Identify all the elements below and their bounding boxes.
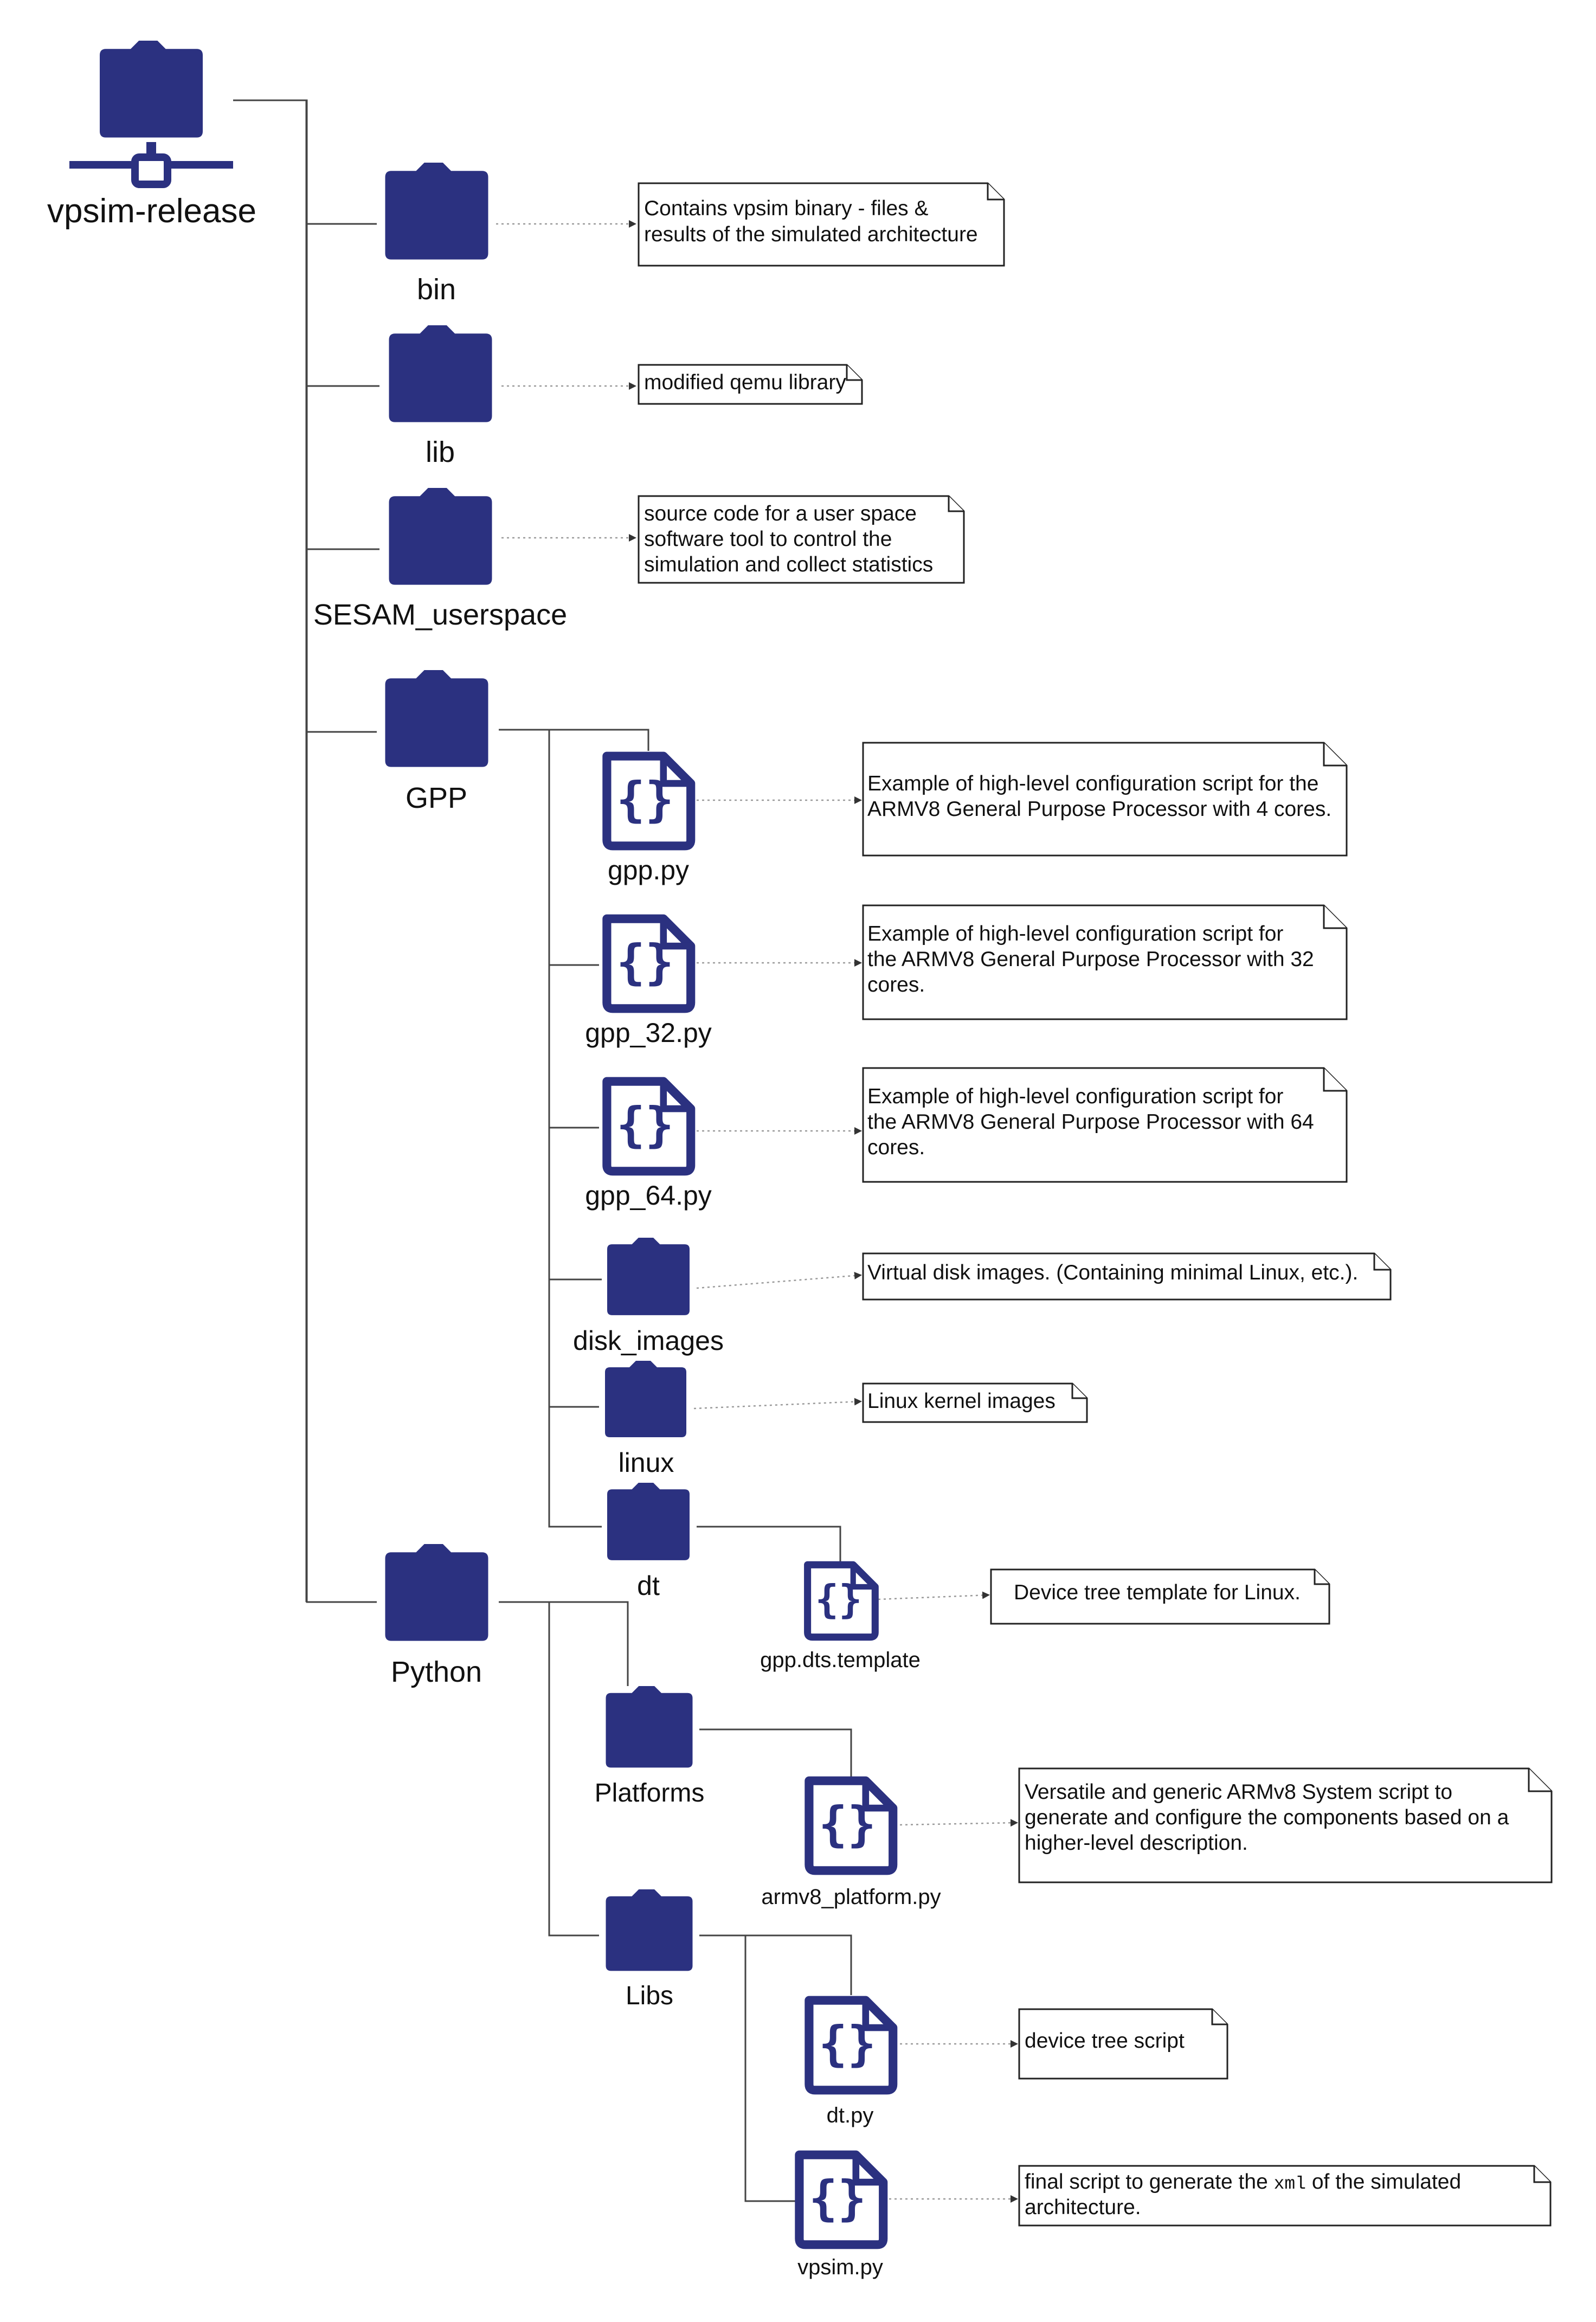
bin-label: bin xyxy=(417,273,456,306)
folder-icon xyxy=(389,325,492,422)
note-gpp-dts: Device tree template for Linux. xyxy=(990,1568,1330,1625)
note-line: Device tree template for Linux. xyxy=(1014,1581,1301,1604)
braces-glyph: {} xyxy=(616,934,674,990)
node-lib[interactable]: lib xyxy=(389,325,492,468)
note-line: Example of high-level configuration scri… xyxy=(867,772,1318,795)
note-line: Example of high-level configuration scri… xyxy=(867,922,1283,945)
gpp-dts-label: gpp.dts.template xyxy=(760,1648,921,1672)
armv8-label: armv8_platform.py xyxy=(761,1885,941,1909)
folder-icon xyxy=(389,488,492,585)
note-prefix: final script to generate the xyxy=(1025,2170,1274,2194)
note-code: xml xyxy=(1274,2174,1306,2194)
gpp-64-label: gpp_64.py xyxy=(585,1180,712,1211)
platforms-label: Platforms xyxy=(595,1779,705,1808)
node-sesam-userspace[interactable]: SESAM_userspace xyxy=(313,488,567,631)
lib-label: lib xyxy=(426,436,455,468)
note-dt-py: device tree script xyxy=(1018,2008,1228,2080)
braces-glyph: {} xyxy=(616,1097,674,1153)
node-gpp-dts-template[interactable]: {} gpp.dts.template xyxy=(760,1565,921,1672)
python-label: Python xyxy=(391,1656,482,1688)
network-node xyxy=(131,153,171,188)
folder-icon xyxy=(605,1361,686,1437)
node-platforms[interactable]: Platforms xyxy=(595,1686,705,1808)
note-line: Linux kernel images xyxy=(867,1390,1056,1413)
dt-py-label: dt.py xyxy=(827,2104,874,2127)
libs-label: Libs xyxy=(626,1982,673,2010)
note-disk-images: Virtual disk images. (Containing minimal… xyxy=(862,1252,1392,1301)
gpp-py-label: gpp.py xyxy=(608,855,689,885)
note-line: results of the simulated architecture xyxy=(644,223,978,246)
braces-glyph: {} xyxy=(819,1796,876,1852)
dt-label: dt xyxy=(637,1571,660,1601)
note-gpp-32: Example of high-level configuration scri… xyxy=(862,904,1348,1020)
node-libs[interactable]: Libs xyxy=(606,1889,693,2010)
root-label: vpsim-release xyxy=(47,192,256,230)
folder-icon xyxy=(606,1686,693,1768)
note-armv8: Versatile and generic ARMv8 System scrip… xyxy=(1018,1767,1553,1883)
note-sesam: source code for a user space software to… xyxy=(638,495,965,584)
folder-icon xyxy=(385,670,488,767)
braces-glyph: {} xyxy=(616,771,674,827)
note-lib: modified qemu library xyxy=(638,364,863,405)
note-line: the ARMV8 General Purpose Processor with… xyxy=(867,948,1314,971)
braces-glyph: {} xyxy=(809,2170,866,2226)
note-line: final script to generate the xml of the … xyxy=(1025,2170,1461,2194)
network-folder-icon xyxy=(100,41,203,138)
note-line: architecture. xyxy=(1025,2196,1141,2219)
node-dt-py[interactable]: {} dt.py xyxy=(809,2001,893,2127)
node-vpsim-py[interactable]: {} vpsim.py xyxy=(797,2155,883,2279)
note-line: cores. xyxy=(867,1136,925,1159)
gpp-label: GPP xyxy=(406,782,467,814)
note-line: Versatile and generic ARMv8 System scrip… xyxy=(1025,1780,1452,1804)
note-bin: Contains vpsim binary - files & results … xyxy=(638,182,1005,267)
node-gpp-32-py[interactable]: {} gpp_32.py xyxy=(585,919,712,1048)
note-line: Contains vpsim binary - files & xyxy=(644,197,929,220)
note-line: simulation and collect statistics xyxy=(644,553,933,576)
disk-images-label: disk_images xyxy=(573,1326,724,1356)
node-dt[interactable]: dt xyxy=(607,1483,690,1601)
node-armv8-platform-py[interactable]: {} armv8_platform.py xyxy=(761,1781,941,1909)
note-line: Example of high-level configuration scri… xyxy=(867,1085,1283,1108)
note-line: modified qemu library xyxy=(644,371,846,394)
node-vpsim-release[interactable]: vpsim-release xyxy=(47,41,256,230)
note-line: generate and configure the components ba… xyxy=(1025,1806,1509,1829)
note-gpp-py: Example of high-level configuration scri… xyxy=(862,742,1348,857)
node-bin[interactable]: bin xyxy=(385,163,488,306)
note-line: higher-level description. xyxy=(1025,1831,1248,1855)
note-line: Virtual disk images. (Containing minimal… xyxy=(867,1261,1358,1284)
note-suffix: of the simulated xyxy=(1306,2170,1461,2194)
node-disk-images[interactable]: disk_images xyxy=(573,1238,724,1356)
note-line: source code for a user space xyxy=(644,502,917,525)
folder-icon xyxy=(606,1889,693,1971)
gpp-32-label: gpp_32.py xyxy=(585,1018,712,1048)
note-line: the ARMV8 General Purpose Processor with… xyxy=(867,1110,1314,1134)
folder-icon xyxy=(385,1544,488,1641)
braces-glyph: {} xyxy=(815,1577,863,1622)
note-linux: Linux kernel images xyxy=(862,1382,1088,1423)
node-linux[interactable]: linux xyxy=(605,1361,686,1478)
note-line: device tree script xyxy=(1025,2029,1185,2053)
note-vpsim-py: final script to generate the xml of the … xyxy=(1018,2165,1552,2227)
braces-glyph: {} xyxy=(819,2016,876,2072)
linux-label: linux xyxy=(619,1448,674,1478)
node-python[interactable]: Python xyxy=(385,1544,488,1688)
tree-connectors xyxy=(233,99,852,2202)
node-gpp[interactable]: GPP xyxy=(385,670,488,814)
note-line: ARMV8 General Purpose Processor with 4 c… xyxy=(867,797,1331,821)
note-line: cores. xyxy=(867,973,925,996)
note-pointers xyxy=(496,220,1018,2203)
node-gpp-py[interactable]: {} gpp.py xyxy=(607,756,691,885)
folder-icon xyxy=(607,1483,690,1560)
node-gpp-64-py[interactable]: {} gpp_64.py xyxy=(585,1082,712,1211)
folder-icon xyxy=(607,1238,690,1315)
note-line: software tool to control the xyxy=(644,528,892,551)
note-gpp-64: Example of high-level configuration scri… xyxy=(862,1067,1348,1183)
vpsim-py-label: vpsim.py xyxy=(797,2255,883,2279)
folder-icon xyxy=(385,163,488,260)
sesam-label: SESAM_userspace xyxy=(313,599,567,631)
